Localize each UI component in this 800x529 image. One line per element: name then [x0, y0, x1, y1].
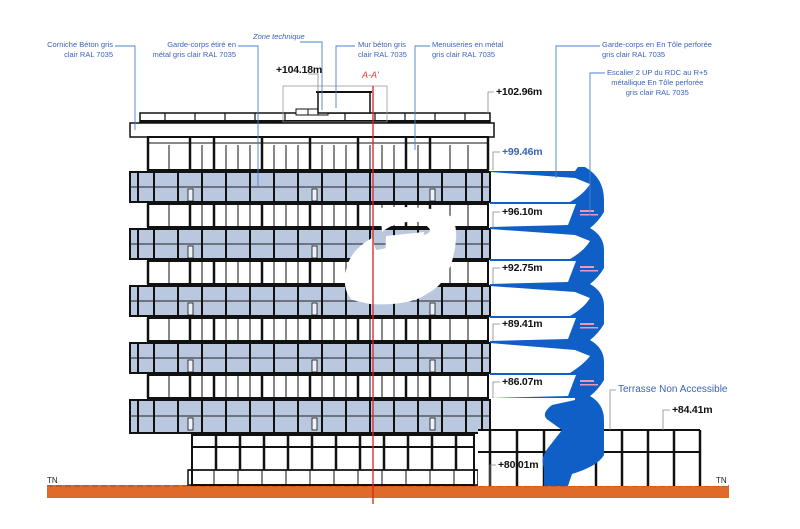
section-marker: A-A' — [362, 70, 379, 80]
annotation-menuiseries: Menuiseries en métal gris clair RAL 7035 — [432, 40, 503, 60]
terrace-label: Terrasse Non Accessible — [618, 384, 728, 395]
annotation-text: métal gris clair RAL 7035 — [152, 50, 236, 59]
annotation-corniche: Corniche Béton gris clair RAL 7035 — [38, 40, 113, 60]
annotation-mur-beton: Mur béton gris clair RAL 7035 — [358, 40, 407, 60]
annotation-text: Garde-corps en En Tôle perforée — [602, 40, 712, 49]
level-96-10: +96.10m — [502, 206, 543, 218]
glass-band-4 — [129, 342, 491, 374]
annotation-text: gris clair RAL 7035 — [602, 50, 666, 59]
level-92-75: +92.75m — [502, 262, 543, 274]
level-89-41: +89.41m — [502, 318, 543, 330]
glass-band-1 — [129, 171, 491, 203]
annotation-garde-corps-tole: Garde-corps en En Tôle perforée gris cla… — [602, 40, 712, 60]
annotation-text: Garde-corps étiré en — [167, 40, 236, 49]
ground-strip — [47, 485, 729, 498]
annotation-garde-corps-etire: Garde-corps étiré en métal gris clair RA… — [136, 40, 236, 60]
annotation-text: gris clair RAL 7035 — [625, 88, 689, 97]
annotation-text: Menuiseries en métal — [432, 40, 504, 49]
annotation-text: Escalier 2 UP du RDC au R+5 — [607, 68, 708, 77]
glass-band-3 — [129, 285, 491, 317]
level-86-07: +86.07m — [502, 376, 543, 388]
annotation-text: clair RAL 7035 — [64, 50, 113, 59]
level-104-18: +104.18m — [276, 64, 322, 76]
annotation-zone-technique: Zone technique — [253, 32, 305, 42]
technical-block — [317, 91, 371, 114]
annotation-text: gris clair RAL 7035 — [432, 50, 496, 59]
annotation-text: métallique En Tôle perforée — [611, 78, 704, 87]
level-99-46: +99.46m — [502, 146, 543, 158]
roof-parapet — [139, 108, 491, 123]
top-floor — [146, 136, 490, 171]
annotation-text: Zone technique — [253, 32, 305, 41]
ground-label-right: TN — [716, 476, 727, 485]
annotation-escalier: Escalier 2 UP du RDC au R+5 métallique E… — [607, 68, 708, 98]
technical-zone-outline — [282, 85, 388, 123]
annotation-text: Mur béton gris — [358, 40, 406, 49]
ground-label-left: TN — [47, 476, 58, 485]
spiral-staircase — [490, 167, 604, 486]
glass-band-5 — [129, 399, 491, 434]
ground-floor — [187, 434, 479, 486]
glass-bands — [129, 171, 491, 434]
level-84-41: +84.41m — [672, 404, 713, 416]
corniche-slab — [129, 122, 495, 138]
level-102-96: +102.96m — [496, 86, 542, 98]
annotation-text: Corniche Béton gris — [47, 40, 113, 49]
annotation-text: clair RAL 7035 — [358, 50, 407, 59]
level-80-01: +80.01m — [498, 459, 539, 471]
leader-lines — [115, 41, 605, 216]
